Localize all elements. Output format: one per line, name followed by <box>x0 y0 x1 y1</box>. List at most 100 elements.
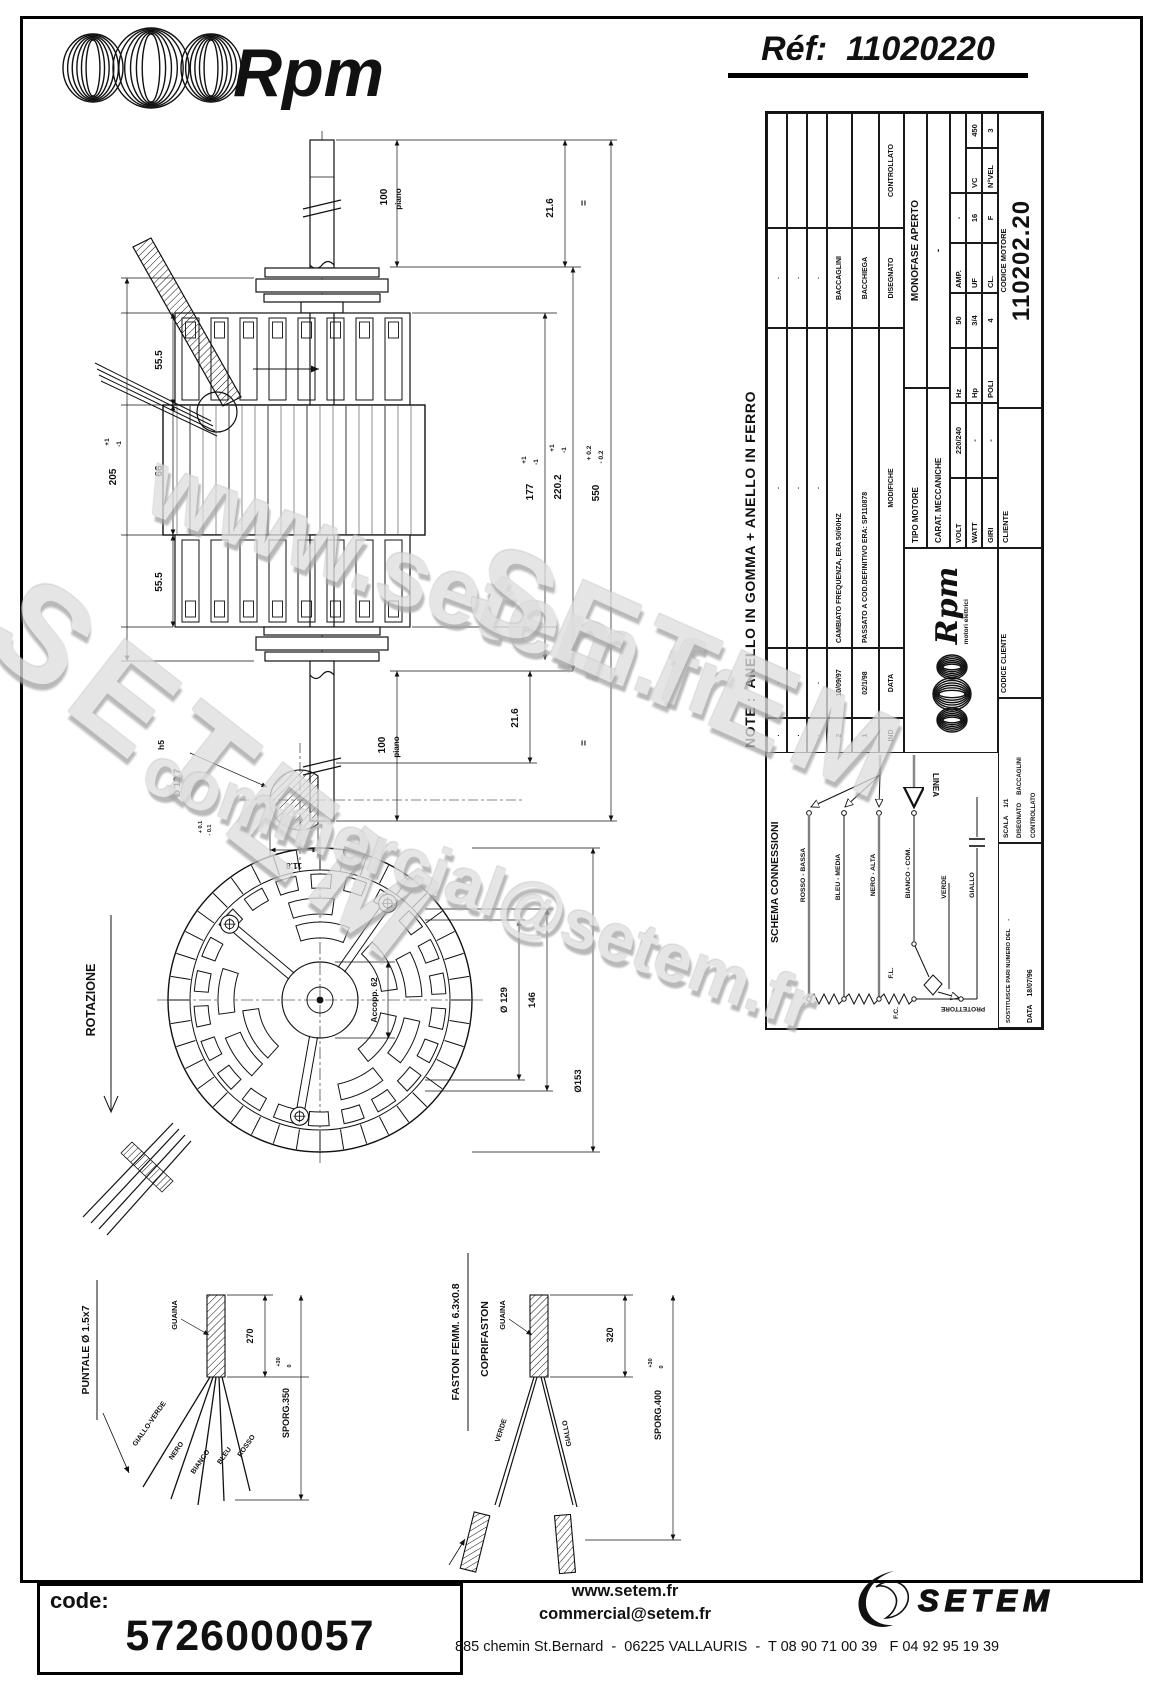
sostituisce-label: SOSTITUISCE PARI NUMERO DEL <box>1006 928 1013 1023</box>
data-value: 18/07/96 <box>1026 969 1034 997</box>
spec-value: - <box>982 403 998 478</box>
note-line: NOTE : ANELLO IN GOMMA + ANELLO IN FERRO <box>742 390 758 748</box>
rpm-logo-coils-icon <box>62 27 242 109</box>
spec-label: POLI <box>982 348 998 403</box>
dim-sporg350: SPORG.350 <box>281 1388 291 1438</box>
rpm-logo: Rpm <box>62 27 384 111</box>
scala-value: 1/1 <box>1002 798 1010 808</box>
dim-127: Ø 12.7 <box>172 769 183 798</box>
wire-nero-alta: NERO - ALTA <box>870 854 877 897</box>
spec-value: 3/4 <box>966 293 982 348</box>
coprifaston-title: COPRIFASTON <box>479 1301 491 1377</box>
dim-accopp: Accopp. 62 <box>369 977 379 1023</box>
revision-table: . . . . . . . . . . . . 2 10/09/97 CAMBI… <box>767 113 904 753</box>
controllato-label: CONTROLLATO <box>1031 792 1038 838</box>
dim-146: 146 <box>527 992 538 1008</box>
rev-cell <box>827 113 852 228</box>
spec-value: 50 <box>950 293 966 348</box>
wire-giallo: GIALLO <box>562 1419 574 1447</box>
tol: +1 <box>104 438 111 446</box>
rev-cell: . <box>807 718 827 753</box>
tipo-label: TIPO MOTORE <box>904 388 927 548</box>
tol: -1 <box>116 441 123 447</box>
spec-label: Hp <box>966 348 982 403</box>
spec-label: N°VEL <box>982 148 998 193</box>
dim-eq-bot: = <box>579 740 590 746</box>
titleblock-rpm-logo: Rpm motori elettrici <box>904 548 998 753</box>
rpm-logo-coils-icon <box>932 654 972 734</box>
code-label: code: <box>50 1588 109 1613</box>
rev-cell: CAMBIATO FREQUENZA, ERA 50/60HZ <box>827 328 852 648</box>
tol: - 0.2 <box>598 450 605 463</box>
footer-website: www.setem.fr <box>571 1582 679 1600</box>
rev-cell: 1 <box>852 718 879 753</box>
dim-66: 66 <box>154 465 165 477</box>
rev-header: DATA <box>879 648 904 718</box>
spec-empty <box>950 113 966 193</box>
spec-label: WATT <box>966 478 982 548</box>
disegnato-label: DISEGNATO <box>1017 802 1024 838</box>
title-block: . . . . . . . . . . . . 2 10/09/97 CAMBI… <box>765 111 1044 1030</box>
faston-title: FASTON FEMM. 6.3x0.8 <box>450 1283 462 1400</box>
rev-cell: . <box>807 228 827 328</box>
rev-header: IND <box>879 718 904 753</box>
rev-header: MODIFICHE <box>879 328 904 648</box>
rev-cell: . <box>807 328 827 648</box>
rev-cell <box>767 113 787 228</box>
tol: -1 <box>561 447 568 453</box>
tipo-value: MONOFASE APERTO <box>904 113 927 388</box>
power-cable-hatched <box>132 237 242 407</box>
wire-giallo-verde: GIALLO-VERDE <box>132 1400 168 1448</box>
disegnato-value: BACCAGLINI <box>1017 757 1024 795</box>
protettore-label: PROTETTORE <box>940 1005 985 1012</box>
dim-sporg400: SPORG.400 <box>653 1390 663 1440</box>
setem-logo-text: SETEM <box>918 1583 1055 1618</box>
wire-giallo: GIALLO <box>969 872 976 898</box>
dim-550: 550 <box>591 484 602 501</box>
wire-rosso: ROSSO <box>237 1433 258 1458</box>
dim-216-top: 21.6 <box>545 198 556 218</box>
code-value: 5726000057 <box>125 1612 375 1660</box>
puntale-title: PUNTALE Ø 1.5x7 <box>80 1305 92 1394</box>
spec-label: UF <box>966 243 982 293</box>
codice-motore-label: CODICE MOTORE <box>999 228 1008 293</box>
wire-verde: VERDE <box>941 875 948 899</box>
spec-label: Hz <box>950 348 966 403</box>
guaina-label: GUAINA <box>498 1300 507 1330</box>
dim-270: 270 <box>245 1328 255 1343</box>
rev-cell: . <box>787 328 807 648</box>
setem-swoosh-icon <box>858 1571 910 1627</box>
rotazione-label: ROTAZIONE <box>84 964 98 1037</box>
wire-nero: NERO <box>168 1440 186 1461</box>
rev-cell: 10/09/97 <box>827 648 852 718</box>
dim-216-bot: 21.6 <box>510 708 521 728</box>
ref-label: Réf: <box>761 30 828 68</box>
spec-value: 450 <box>966 113 982 148</box>
dim-h5: h5 <box>156 740 166 750</box>
dim-eq-top: = <box>579 200 590 206</box>
rev-cell: BACCAGLINI <box>827 228 852 328</box>
spec-value: 3 <box>982 113 998 148</box>
rev-cell <box>852 113 879 228</box>
dim-129: Ø 129 <box>499 987 510 1013</box>
rev-cell: . <box>767 718 787 753</box>
tol: + 0.1 <box>198 821 204 833</box>
rev-cell <box>807 113 827 228</box>
tol: 0 <box>287 1364 293 1367</box>
data-label: DATA <box>1026 1004 1034 1023</box>
footer-email: commercial@setem.fr <box>538 1605 711 1624</box>
fc-label: F.C. <box>893 1007 900 1019</box>
dim-153: Ø153 <box>573 1069 584 1092</box>
tol: - 0.1 <box>207 824 213 835</box>
code-box: code: 5726000057 <box>37 1583 463 1675</box>
dim-piano-top: piano <box>394 188 403 209</box>
codice-motore-value: 110202.20 <box>1008 199 1035 322</box>
connection-schema: SCHEMA CONNESSIONI LINEA ROSSO - BASSA B… <box>769 755 985 1019</box>
wire-bleu: BLEU <box>216 1446 233 1466</box>
tol: -1 <box>533 459 540 465</box>
setem-logo: SETEM <box>858 1571 1055 1627</box>
rev-cell: . <box>767 328 787 648</box>
dim-555a: 55.5 <box>154 350 165 370</box>
tol: + 0.2 <box>586 445 593 460</box>
codice-cliente-label: CODICE CLIENTE <box>998 548 1042 698</box>
